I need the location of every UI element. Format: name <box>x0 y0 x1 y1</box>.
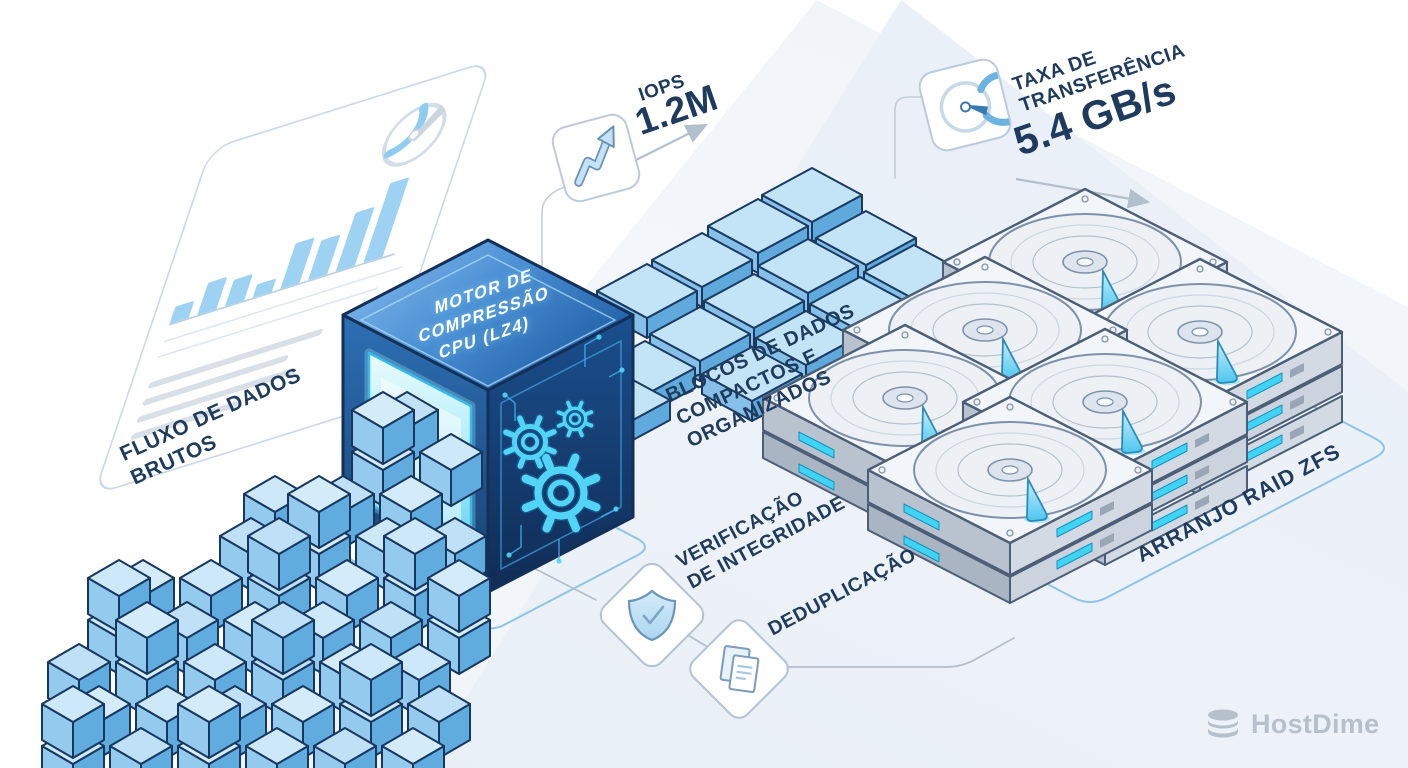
connector-gauge-elbow <box>894 96 923 179</box>
connector-shield-to-dedup <box>685 633 707 647</box>
monitoring-dashboard-card <box>92 59 493 496</box>
data-cube <box>427 559 491 633</box>
gears-icon <box>501 399 602 534</box>
data-cube <box>177 685 241 759</box>
dashboard-gauge-icon <box>382 102 447 167</box>
data-cube <box>381 727 445 768</box>
data-cube <box>313 727 377 768</box>
stacked-layers-icon <box>1208 709 1238 738</box>
iops-stat-card <box>548 110 644 206</box>
connector-dedup-to-raid <box>779 637 1015 668</box>
data-cube <box>287 475 351 549</box>
data-cube <box>351 391 415 465</box>
circuit-traces <box>502 334 625 564</box>
data-cube <box>339 643 403 717</box>
brand-logo: HostDime <box>1204 708 1379 740</box>
data-cube <box>251 601 315 675</box>
trend-up-icon <box>574 125 615 187</box>
shield-check-icon <box>627 589 677 642</box>
hdd-unit <box>866 395 1154 604</box>
data-cube <box>383 517 447 591</box>
speedometer-icon <box>939 70 1031 133</box>
brand-name: HostDime <box>1251 708 1380 739</box>
data-cube <box>41 685 105 759</box>
deduplication-card <box>683 613 795 725</box>
documents-icon <box>719 645 760 694</box>
data-cube <box>247 517 311 591</box>
data-cube <box>109 727 173 768</box>
data-cube <box>115 601 179 675</box>
data-cube <box>245 727 309 768</box>
integrity-check-card <box>594 557 710 673</box>
